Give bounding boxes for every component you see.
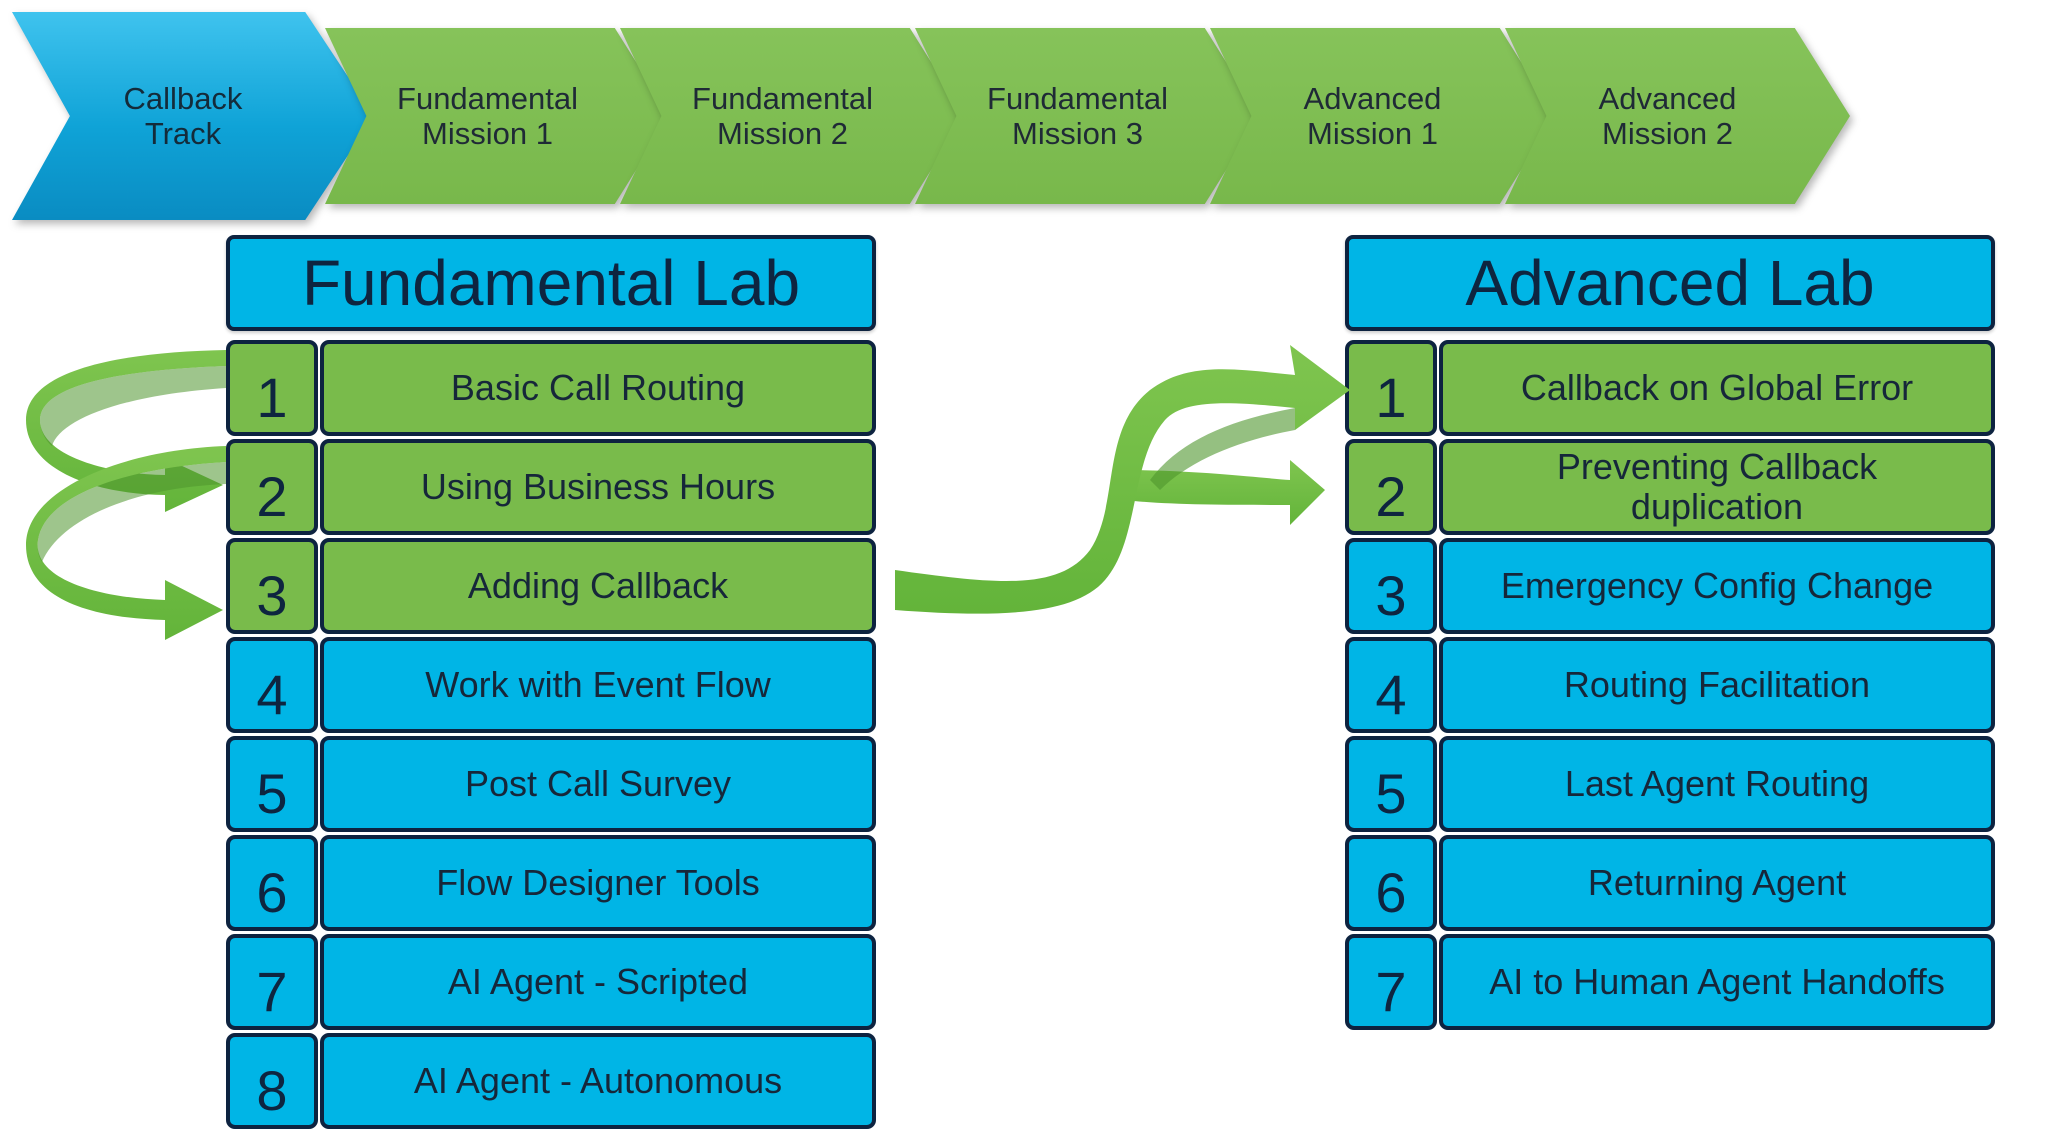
item-number: 2 <box>226 439 318 535</box>
mission-track: Callback Track Fundamental Mission 1 Fun… <box>0 0 2047 230</box>
item-number: 2 <box>1345 439 1437 535</box>
advanced-item-5[interactable]: 5 Last Agent Routing <box>1345 736 1995 832</box>
fundamental-item-2[interactable]: 2 Using Business Hours <box>226 439 876 535</box>
item-number: 8 <box>226 1033 318 1129</box>
fundamental-item-8[interactable]: 8 AI Agent - Autonomous <box>226 1033 876 1129</box>
advanced-lab: Advanced Lab 1 Callback on Global Error … <box>1345 235 1995 1035</box>
bridge-arrow-to-advanced <box>895 345 1350 614</box>
item-label: Using Business Hours <box>320 439 876 535</box>
track-step-label: Fundamental Mission 2 <box>692 81 873 151</box>
fundamental-item-7[interactable]: 7 AI Agent - Scripted <box>226 934 876 1030</box>
advanced-item-3[interactable]: 3 Emergency Config Change <box>1345 538 1995 634</box>
item-label: Work with Event Flow <box>320 637 876 733</box>
item-label: Emergency Config Change <box>1439 538 1995 634</box>
fundamental-item-6[interactable]: 6 Flow Designer Tools <box>226 835 876 931</box>
item-number: 1 <box>1345 340 1437 436</box>
item-label: Post Call Survey <box>320 736 876 832</box>
item-number: 7 <box>1345 934 1437 1030</box>
item-number: 7 <box>226 934 318 1030</box>
item-number: 5 <box>1345 736 1437 832</box>
advanced-item-1[interactable]: 1 Callback on Global Error <box>1345 340 1995 436</box>
item-number: 6 <box>226 835 318 931</box>
fundamental-lab: Fundamental Lab 1 Basic Call Routing 2 U… <box>226 235 876 1130</box>
item-label: Routing Facilitation <box>1439 637 1995 733</box>
item-number: 1 <box>226 340 318 436</box>
item-label: AI Agent - Autonomous <box>320 1033 876 1129</box>
track-step-fundamental-mission-3[interactable]: Fundamental Mission 3 <box>915 28 1260 204</box>
track-step-advanced-mission-2[interactable]: Advanced Mission 2 <box>1505 28 1850 204</box>
loop-arrow-1-to-2 <box>26 350 226 512</box>
item-number: 4 <box>226 637 318 733</box>
item-label: AI to Human Agent Handoffs <box>1439 934 1995 1030</box>
track-step-fundamental-mission-2[interactable]: Fundamental Mission 2 <box>620 28 965 204</box>
loop-arrow-2-to-3 <box>26 446 227 640</box>
fundamental-lab-title: Fundamental Lab <box>226 235 876 331</box>
track-step-label: Callback Track <box>123 81 243 151</box>
advanced-lab-title: Advanced Lab <box>1345 235 1995 331</box>
track-step-label: Advanced Mission 1 <box>1303 81 1442 151</box>
track-step-fundamental-mission-1[interactable]: Fundamental Mission 1 <box>325 28 670 204</box>
item-number: 3 <box>1345 538 1437 634</box>
track-step-label: Advanced Mission 2 <box>1598 81 1737 151</box>
item-label: Adding Callback <box>320 538 876 634</box>
track-step-advanced-mission-1[interactable]: Advanced Mission 1 <box>1210 28 1555 204</box>
item-label: Last Agent Routing <box>1439 736 1995 832</box>
advanced-item-4[interactable]: 4 Routing Facilitation <box>1345 637 1995 733</box>
advanced-item-7[interactable]: 7 AI to Human Agent Handoffs <box>1345 934 1995 1030</box>
fundamental-item-3[interactable]: 3 Adding Callback <box>226 538 876 634</box>
item-label: Callback on Global Error <box>1439 340 1995 436</box>
item-number: 5 <box>226 736 318 832</box>
item-number: 3 <box>226 538 318 634</box>
item-label: Flow Designer Tools <box>320 835 876 931</box>
advanced-item-2[interactable]: 2 Preventing Callback duplication <box>1345 439 1995 535</box>
item-label: Preventing Callback duplication <box>1439 439 1995 535</box>
item-number: 4 <box>1345 637 1437 733</box>
track-step-label: Fundamental Mission 1 <box>397 81 578 151</box>
fundamental-item-1[interactable]: 1 Basic Call Routing <box>226 340 876 436</box>
fundamental-item-4[interactable]: 4 Work with Event Flow <box>226 637 876 733</box>
track-step-callback-track[interactable]: Callback Track <box>12 12 374 220</box>
fundamental-item-5[interactable]: 5 Post Call Survey <box>226 736 876 832</box>
item-label: Returning Agent <box>1439 835 1995 931</box>
item-label: Basic Call Routing <box>320 340 876 436</box>
item-number: 6 <box>1345 835 1437 931</box>
advanced-item-6[interactable]: 6 Returning Agent <box>1345 835 1995 931</box>
track-step-label: Fundamental Mission 3 <box>987 81 1168 151</box>
item-label: AI Agent - Scripted <box>320 934 876 1030</box>
